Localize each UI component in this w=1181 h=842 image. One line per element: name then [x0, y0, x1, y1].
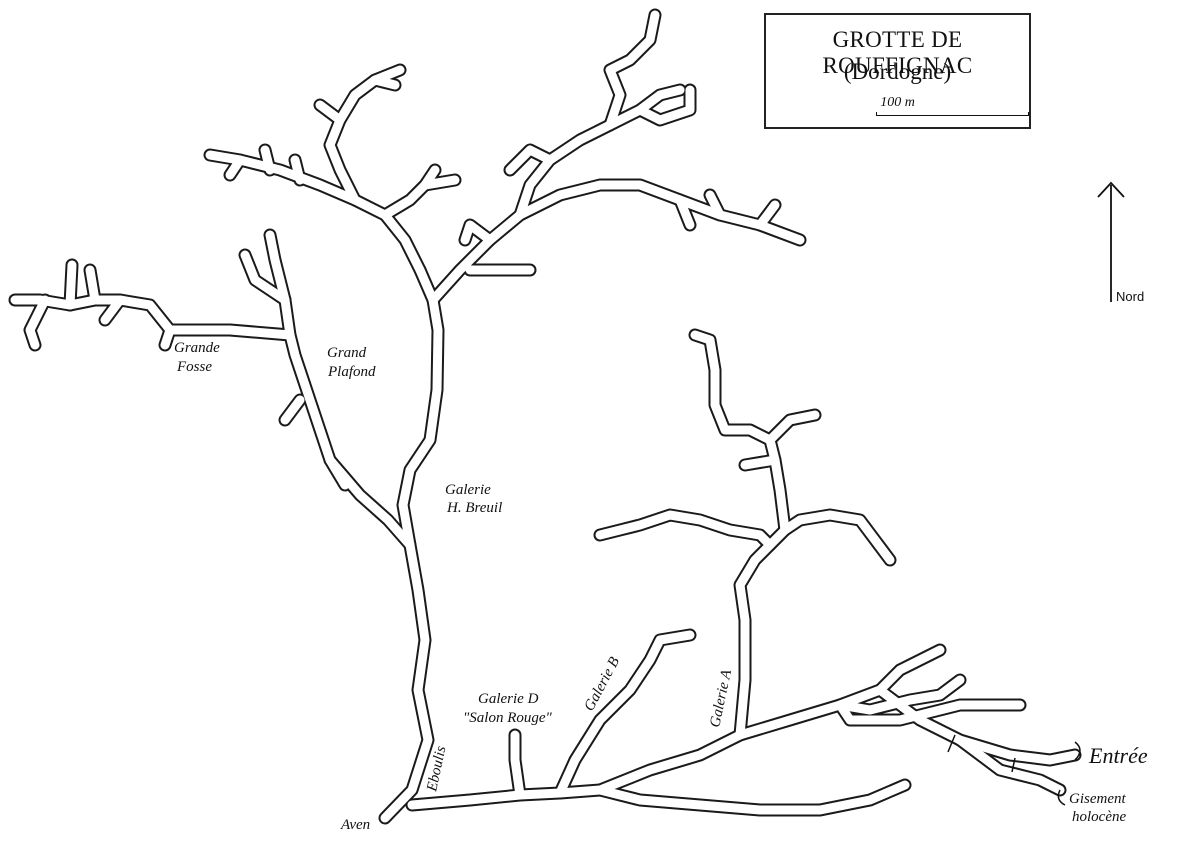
- map-region: (Dordogne): [843, 59, 952, 84]
- label-grand-plafond-1: Grand: [327, 345, 367, 361]
- label-gisement-2: holocène: [1072, 809, 1126, 825]
- scale-label: 100 m: [880, 95, 915, 110]
- label-galerie-d-2: "Salon Rouge": [463, 710, 553, 726]
- label-grande-fosse-2: Fosse: [176, 359, 212, 375]
- label-galerie-breuil-2: H. Breuil: [446, 500, 502, 516]
- entrance-curve: [1074, 741, 1081, 761]
- map-title: GROTTE DE ROUFFIGNAC: [822, 27, 973, 78]
- label-galerie-a: Galerie A: [707, 668, 735, 729]
- entrance-marker: [947, 734, 956, 753]
- title-cartouche: GROTTE DE ROUFFIGNAC (Dordogne) 100 m: [764, 13, 1031, 129]
- label-gisement-1: Gisement: [1069, 791, 1126, 807]
- north-arrow-icon: [1097, 181, 1125, 302]
- label-galerie-breuil-1: Galerie: [445, 482, 491, 498]
- north-label: Nord: [1116, 289, 1145, 304]
- passage-interior: [15, 15, 1075, 818]
- label-galerie-d-1: Galerie D: [478, 691, 539, 707]
- label-aven: Aven: [340, 817, 370, 833]
- gisement-pointer: [1057, 789, 1066, 806]
- label-grand-plafond-2: Plafond: [327, 364, 376, 380]
- entrance-marker: [1011, 757, 1016, 773]
- label-grande-fosse-1: Grande: [174, 340, 220, 356]
- scale-bar: [876, 112, 1029, 116]
- label-entree: Entrée: [1088, 743, 1148, 768]
